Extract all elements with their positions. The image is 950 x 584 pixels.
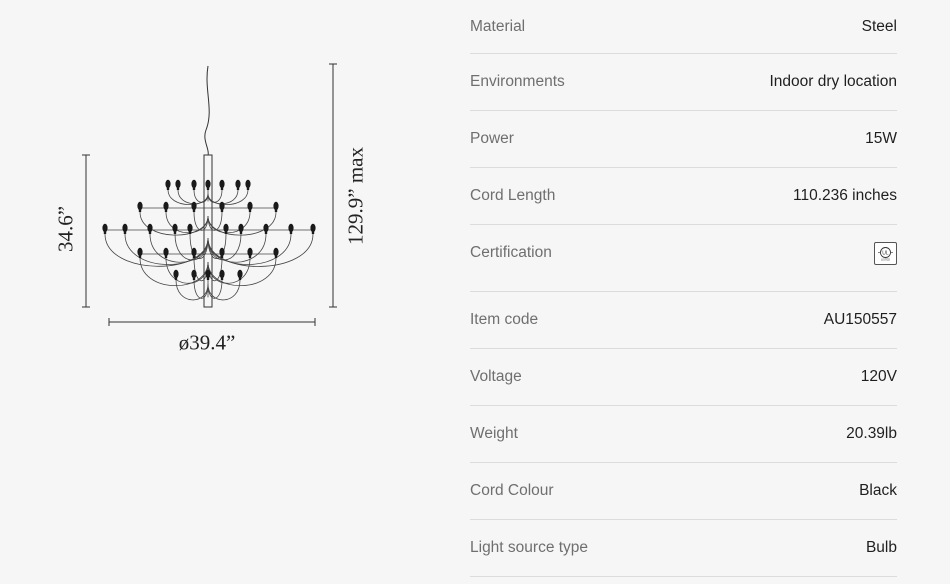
spec-value: 15W — [865, 130, 897, 147]
height-dimension: 34.6” — [53, 205, 78, 253]
spec-value: 20.39lb — [846, 425, 897, 442]
spec-row-voltage: Voltage 120V — [470, 349, 897, 406]
spec-value: 120V — [860, 368, 897, 385]
spec-label: Voltage — [470, 368, 522, 385]
spec-value: Bulb — [865, 539, 897, 556]
spec-row-light-source-type: Light source type Bulb — [470, 520, 897, 577]
spec-row-material: Material Steel — [470, 0, 897, 54]
spec-row-item-code: Item code AU150557 — [470, 292, 897, 349]
spec-label: Environments — [470, 73, 565, 90]
spec-row-cord-colour: Cord Colour Black — [470, 463, 897, 520]
spec-value: 110.236 inches — [793, 187, 897, 204]
spec-row-weight: Weight 20.39lb — [470, 406, 897, 463]
ul-listed-icon: UL LISTED — [874, 241, 897, 265]
spec-label: Cord Length — [470, 187, 556, 204]
max-height-dimension: 129.9” max — [343, 147, 368, 245]
spec-value: Steel — [861, 17, 897, 35]
spec-row-power: Power 15W — [470, 111, 897, 168]
svg-text:UL: UL — [882, 250, 889, 256]
product-dimension-drawing: 34.6” 129.9” max ø39.4” — [0, 0, 430, 579]
svg-text:LISTED: LISTED — [881, 257, 890, 261]
diameter-dimension: ø39.4” — [178, 330, 236, 355]
spec-row-cord-length: Cord Length 110.236 inches — [470, 168, 897, 225]
spec-row-certification: Certification UL LISTED — [470, 225, 897, 292]
spec-label: Item code — [470, 311, 539, 328]
spec-value: Indoor dry location — [769, 73, 897, 90]
chandelier-diagram — [82, 63, 337, 326]
spec-row-environments: Environments Indoor dry location — [470, 54, 897, 111]
spec-label: Material — [470, 17, 526, 35]
spec-label: Light source type — [470, 539, 589, 556]
spec-label: Cord Colour — [470, 482, 554, 499]
spec-value: AU150557 — [823, 311, 897, 328]
spec-value: Black — [859, 482, 897, 499]
spec-label: Certification — [470, 244, 552, 261]
specifications-table: Material Steel Environments Indoor dry l… — [470, 0, 897, 577]
spec-label: Power — [470, 130, 514, 147]
spec-label: Weight — [470, 425, 518, 442]
